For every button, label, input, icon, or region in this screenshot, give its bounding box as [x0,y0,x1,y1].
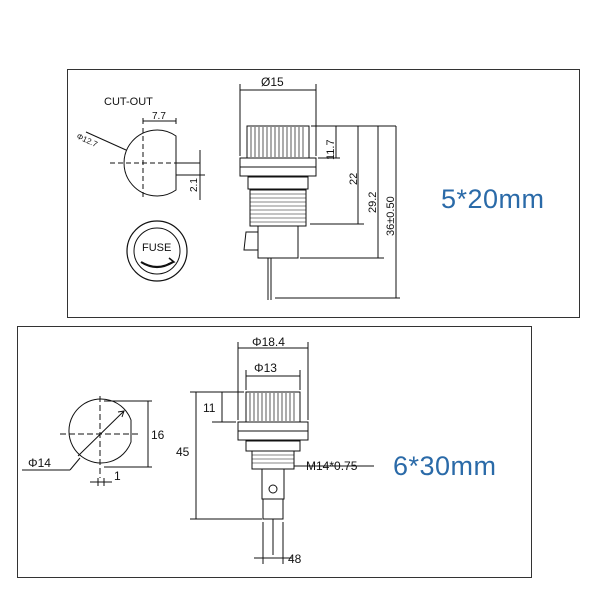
dim-29-2: 29.2 [367,192,379,213]
fuse-holder-side-view [239,84,400,300]
dim-22: 22 [348,173,360,185]
dim-flat-bottom: 1 [114,469,121,483]
cutout-title: CUT-OUT [104,96,153,108]
dim-total-height-bottom: 45 [176,445,190,459]
dim-total-height: 36±0.50 [385,196,397,236]
cutout-profile-bottom [22,396,152,486]
dim-cutout-height: 16 [151,428,165,442]
dim-cap-height: 11.7 [325,139,337,160]
dim-cutout-diameter-bottom: Φ14 [28,456,51,470]
dim-thread: M14*0.75 [306,459,358,473]
cutout-profile [85,118,205,200]
dim-flat-offset: 2.1 [189,178,200,192]
dim-flat-width: 7.7 [152,111,166,122]
fuse-cap-label: FUSE [142,242,171,254]
dim-outer-diameter: Φ18.4 [252,335,285,349]
size-label-5x20: 5*20mm [441,184,545,214]
dim-inner-diameter: Φ13 [254,361,277,375]
size-label-6x30: 6*30mm [393,451,497,481]
dim-cap-height-bottom: 11 [203,401,216,415]
fuse-cap-top-view [126,220,188,282]
dim-terminal: 48 [288,552,302,566]
dim-cap-diameter: Ø15 [261,75,284,89]
fuse-holder-side-view-bottom [190,342,374,564]
